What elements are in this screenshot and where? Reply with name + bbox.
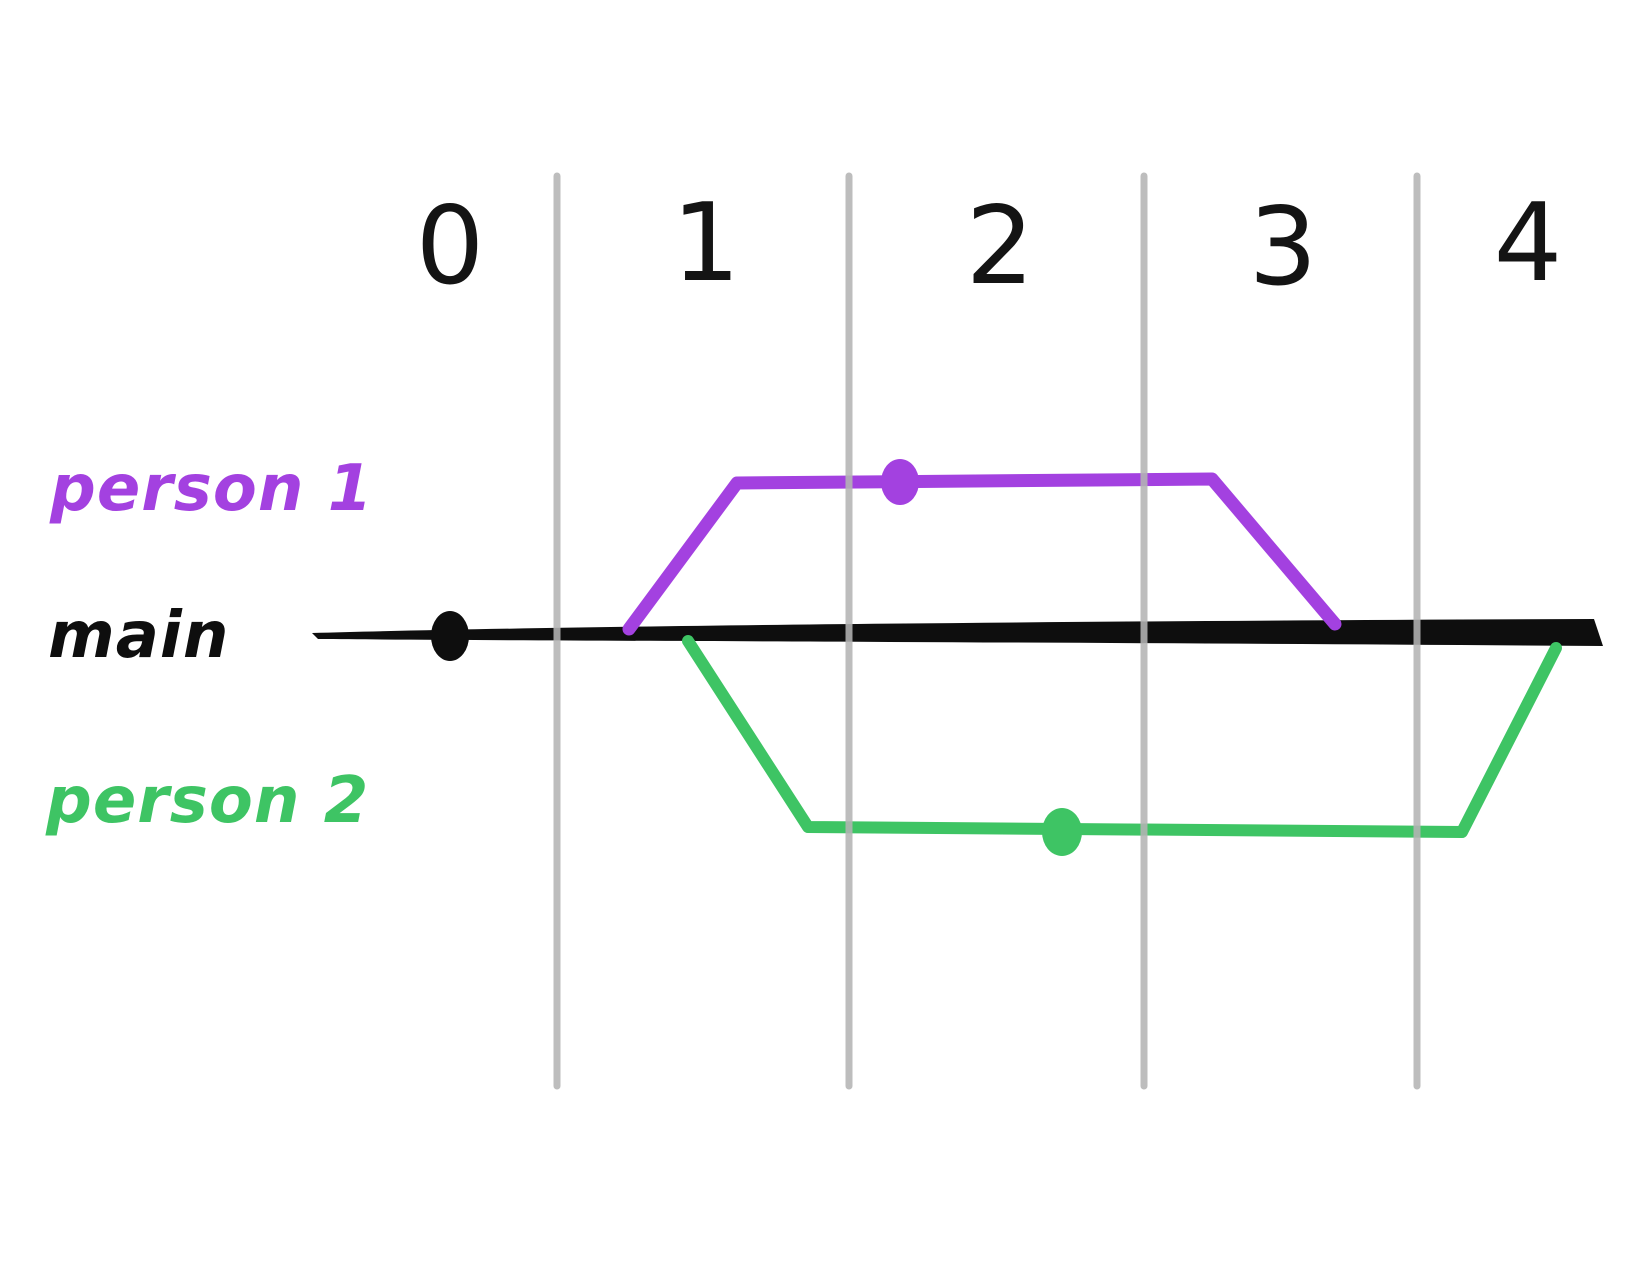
person1-commit-dot bbox=[881, 459, 919, 505]
person1-branch-label: person 1 bbox=[49, 452, 373, 526]
person2-branch-label: person 2 bbox=[45, 764, 369, 838]
main-commit-dot bbox=[431, 611, 469, 661]
column-label-3: 3 bbox=[1249, 185, 1318, 310]
person1-branch-line bbox=[622, 472, 1342, 636]
column-label-0: 0 bbox=[416, 184, 485, 309]
person2-branch-line bbox=[682, 635, 1562, 838]
column-label-2: 2 bbox=[966, 184, 1035, 309]
column-label-1: 1 bbox=[672, 181, 741, 306]
main-branch-line bbox=[312, 619, 1603, 646]
main-branch-label: main bbox=[48, 599, 229, 673]
column-label-4: 4 bbox=[1494, 181, 1563, 306]
person2-commit-dot bbox=[1042, 808, 1082, 856]
